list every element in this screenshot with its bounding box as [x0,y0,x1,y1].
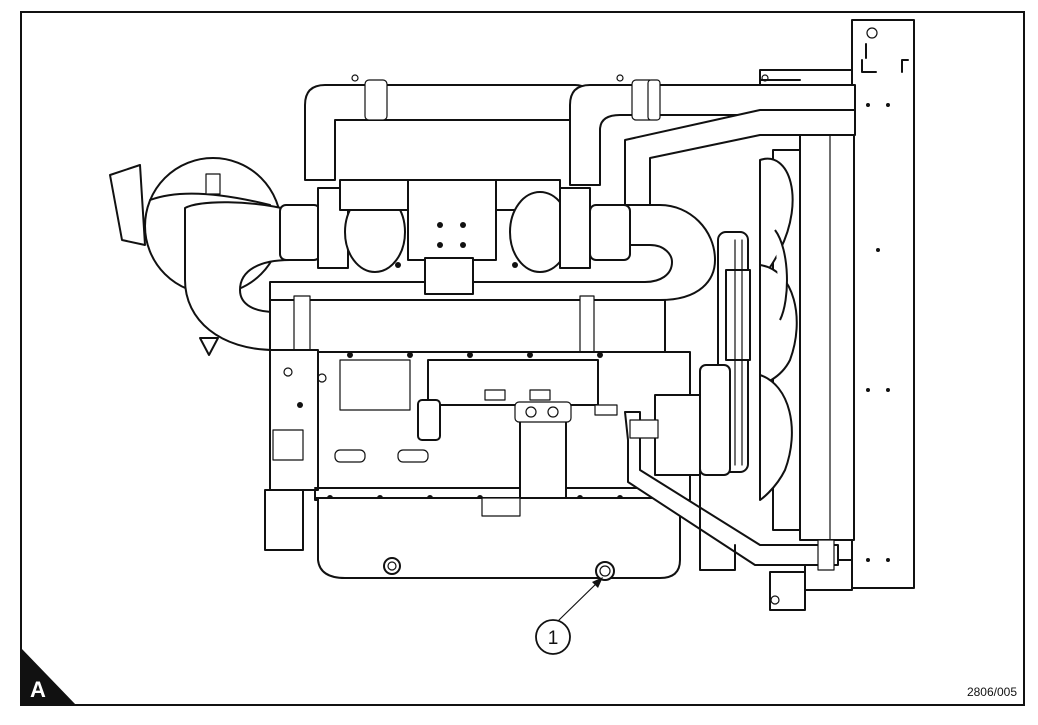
oil-sump [317,497,681,579]
mounting-bracket [272,367,327,461]
coolant-pipe [624,411,839,611]
upper-pipework [304,74,856,211]
turbochargers [279,179,631,295]
callout-1: 1 [535,577,603,655]
panel-label: A [30,677,46,702]
reference-code: 2806/005 [967,685,1017,699]
oil-filter [417,399,572,521]
panel-label-tab [21,648,76,705]
intake-crossover-pipe [184,201,716,357]
callout-1-number: 1 [548,628,559,649]
sump-drain-plug [595,561,615,581]
figure-frame [20,11,1025,706]
fan-drive [699,231,751,476]
cooling-fan [759,157,798,501]
radiator [759,19,915,591]
callout-1-circle [535,619,571,655]
